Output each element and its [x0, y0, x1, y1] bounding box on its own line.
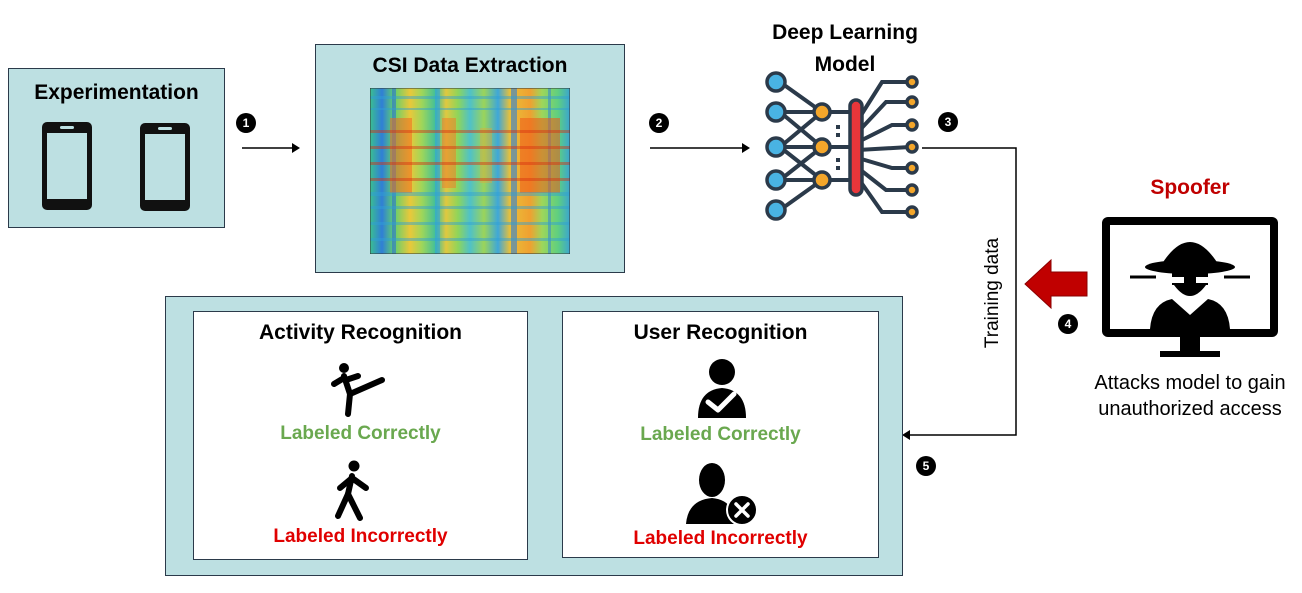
walking-person-icon [335, 460, 369, 521]
model-title-line2: Model [814, 53, 876, 76]
hacker-monitor-icon [1102, 217, 1278, 357]
step-3-badge: 3 [938, 112, 958, 132]
csi-heatmap [370, 88, 570, 254]
training-data-label: Training data [982, 237, 1003, 349]
model-title-line1: Deep Learning [772, 21, 918, 44]
step-2-badge: 2 [649, 113, 669, 133]
csi-extraction-title: CSI Data Extraction [372, 54, 568, 77]
experimentation-title: Experimentation [34, 81, 199, 104]
user-cross-icon [686, 463, 758, 526]
kick-person-icon [331, 363, 385, 417]
phone-icon [42, 122, 92, 210]
user-check-icon [698, 359, 746, 418]
activity-labeled-incorrectly: Labeled Incorrectly [273, 526, 448, 547]
attack-arrow [1024, 258, 1088, 310]
step-1-badge: 1 [236, 113, 256, 133]
arrow-1 [242, 143, 300, 153]
step-4-badge: 4 [1058, 314, 1078, 334]
user-labeled-incorrectly: Labeled Incorrectly [633, 528, 808, 549]
spoofer-title: Spoofer [1150, 176, 1230, 199]
spoofer-caption-line2: unauthorized access [1098, 398, 1282, 420]
activity-labeled-correctly: Labeled Correctly [280, 423, 441, 444]
activity-recognition-title: Activity Recognition [258, 321, 463, 344]
user-labeled-correctly: Labeled Correctly [640, 424, 801, 445]
feedback-connector [902, 147, 1017, 440]
neural-network-icon [765, 71, 919, 221]
arrow-2 [650, 143, 750, 153]
user-recognition-title: User Recognition [633, 321, 808, 344]
spoofer-caption-line1: Attacks model to gain [1094, 372, 1286, 394]
step-5-badge: 5 [916, 456, 936, 476]
phone-icon [140, 123, 190, 211]
